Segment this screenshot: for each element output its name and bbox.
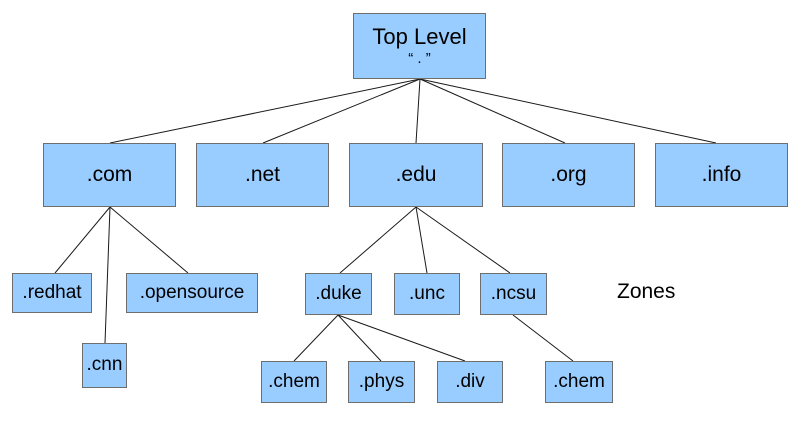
edge-com-opensource bbox=[109, 206, 189, 274]
node-org: .org bbox=[502, 143, 635, 207]
edge-ncsu-chem bbox=[512, 314, 574, 362]
top-level-label: Top Level bbox=[372, 23, 467, 49]
node-chem-duke: .chem bbox=[261, 361, 327, 403]
node-info: .info bbox=[655, 143, 788, 207]
edge-top-org bbox=[419, 78, 566, 144]
node-phys: .phys bbox=[348, 361, 415, 403]
edge-top-net bbox=[262, 78, 421, 144]
edge-com-redhat bbox=[54, 206, 111, 274]
node-chem-ncsu: .chem bbox=[545, 361, 613, 403]
node-div: .div bbox=[437, 361, 503, 403]
edge-top-com bbox=[109, 78, 421, 144]
node-cnn: .cnn bbox=[82, 343, 127, 388]
node-duke: .duke bbox=[305, 273, 372, 315]
zones-label: Zones bbox=[617, 280, 676, 303]
node-unc: .unc bbox=[394, 273, 460, 315]
edge-duke-phys bbox=[337, 314, 382, 362]
node-top-level: Top Level “ . ” bbox=[353, 13, 486, 79]
node-ncsu: .ncsu bbox=[480, 273, 547, 315]
node-net: .net bbox=[196, 143, 329, 207]
node-edu: .edu bbox=[349, 143, 483, 207]
edge-top-info bbox=[419, 78, 717, 144]
root-dot-label: “ . ” bbox=[408, 49, 431, 67]
node-opensource: .opensource bbox=[126, 273, 258, 313]
edge-edu-duke bbox=[339, 206, 417, 274]
edge-duke-div bbox=[337, 314, 466, 362]
edge-top-edu bbox=[415, 78, 421, 144]
edge-duke-chem bbox=[293, 314, 339, 362]
edge-edu-unc bbox=[415, 206, 428, 274]
edge-edu-ncsu bbox=[415, 206, 511, 274]
node-com: .com bbox=[43, 143, 176, 207]
edge-com-cnn bbox=[104, 206, 111, 344]
node-redhat: .redhat bbox=[12, 273, 92, 313]
